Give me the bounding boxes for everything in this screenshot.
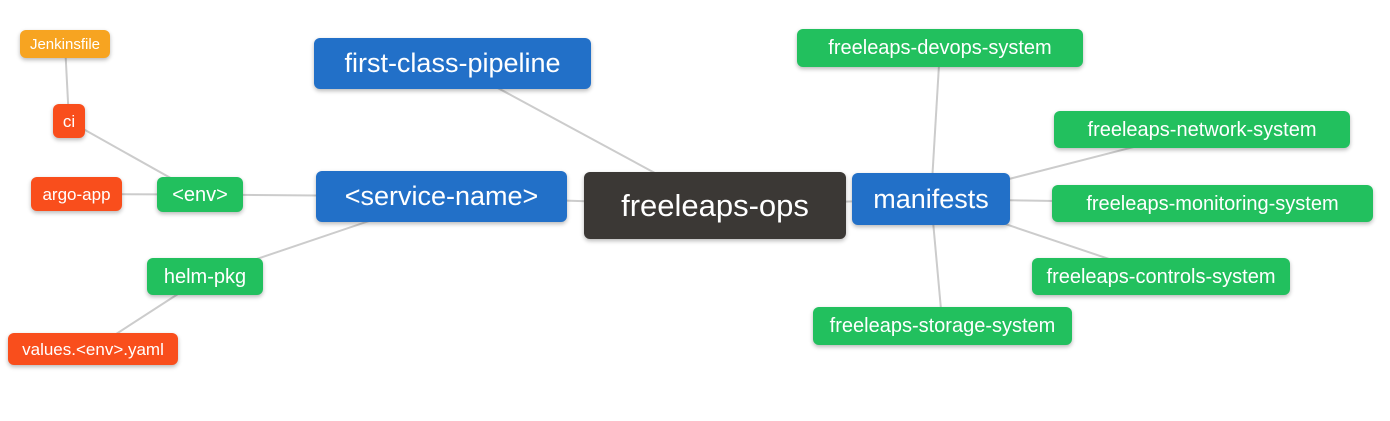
node-service-name[interactable]: <service-name> — [316, 171, 567, 222]
node-helm-pkg[interactable]: helm-pkg — [147, 258, 263, 295]
node-manifests[interactable]: manifests — [852, 173, 1010, 225]
node-freeleaps-monitoring-system[interactable]: freeleaps-monitoring-system — [1052, 185, 1373, 222]
node-ci[interactable]: ci — [53, 104, 85, 138]
node-values-env-yaml[interactable]: values.<env>.yaml — [8, 333, 178, 365]
node-freeleaps-storage-system[interactable]: freeleaps-storage-system — [813, 307, 1072, 345]
node-jenkinsfile[interactable]: Jenkinsfile — [20, 30, 110, 58]
node-freeleaps-devops-system[interactable]: freeleaps-devops-system — [797, 29, 1083, 67]
node-freeleaps-controls-system[interactable]: freeleaps-controls-system — [1032, 258, 1290, 295]
node-argo-app[interactable]: argo-app — [31, 177, 122, 211]
node-first-class-pipeline[interactable]: first-class-pipeline — [314, 38, 591, 89]
node-freeleaps-network-system[interactable]: freeleaps-network-system — [1054, 111, 1350, 148]
node-freeleaps-ops[interactable]: freeleaps-ops — [584, 172, 846, 239]
node-env[interactable]: <env> — [157, 177, 243, 212]
